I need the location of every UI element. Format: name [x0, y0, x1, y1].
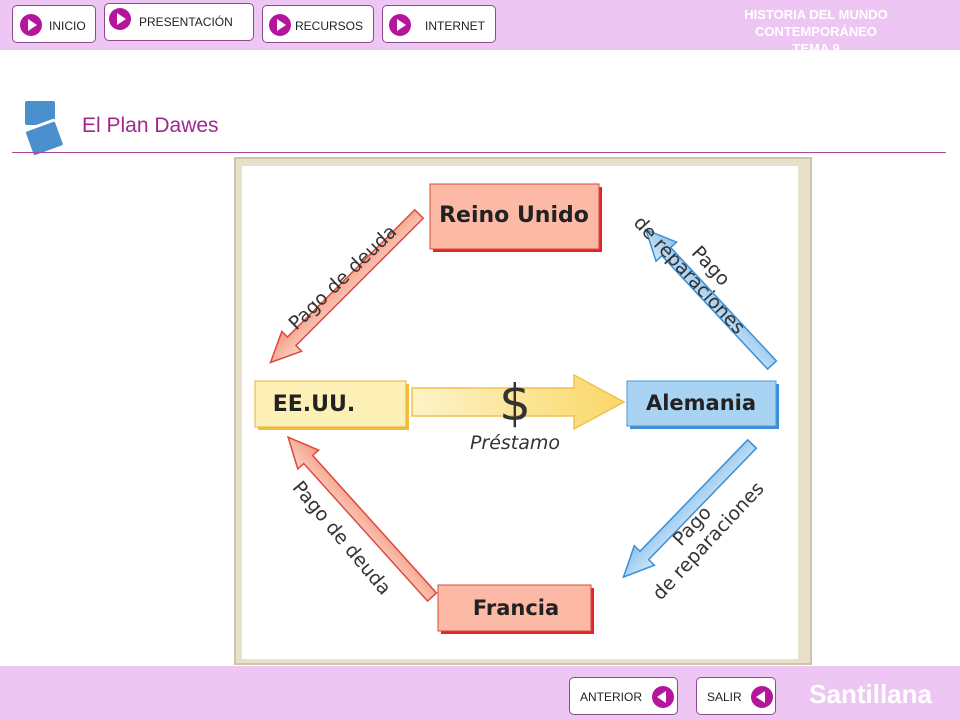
santillana-logo: Santillana: [809, 679, 932, 709]
node-reino-unido: Reino Unido: [429, 183, 602, 252]
back-arrow-icon: [652, 686, 674, 708]
header-title-line1: HISTORIA DEL MUNDO CONTEMPORÁNEO: [744, 7, 888, 39]
node-eeuu-label: EE.UU.: [273, 392, 356, 417]
prestamo-label: Préstamo: [470, 432, 560, 454]
header-title: HISTORIA DEL MUNDO CONTEMPORÁNEO TEMA 9: [686, 6, 946, 57]
play-arrow-icon: [389, 14, 411, 36]
nav-inicio-label: INICIO: [49, 19, 86, 33]
header-title-line2: TEMA 9: [792, 41, 840, 56]
deuda-uk-usa-arrow: [269, 208, 425, 364]
anterior-button[interactable]: ANTERIOR: [569, 677, 678, 715]
prestamo-dollar-symbol: $: [499, 374, 531, 432]
nav-inicio-button[interactable]: INICIO: [12, 5, 96, 43]
node-reino-unido-label: Reino Unido: [439, 203, 589, 228]
play-arrow-icon: [109, 8, 131, 30]
nav-internet-button[interactable]: INTERNET: [382, 5, 496, 43]
play-arrow-icon: [20, 14, 42, 36]
deuda-francia-usa-arrow: [286, 435, 438, 603]
nav-presentacion-label: PRESENTACIÓN: [139, 15, 233, 29]
nav-recursos-label: RECURSOS: [295, 19, 364, 33]
play-arrow-icon: [269, 14, 291, 36]
back-arrow-icon: [751, 686, 773, 708]
salir-label: SALIR: [707, 690, 742, 704]
node-francia: Francia: [437, 584, 594, 634]
reparaciones-alemania-uk-arrow: [644, 228, 778, 371]
nav-recursos-button[interactable]: RECURSOS: [262, 5, 374, 43]
page-title: El Plan Dawes: [82, 114, 219, 137]
title-divider: [12, 152, 946, 153]
node-alemania: Alemania: [626, 380, 779, 429]
plan-dawes-diagram: Reino Unido EE.UU. Alemania Francia $ Pr…: [234, 157, 812, 665]
prestamo-arrow: [411, 373, 626, 431]
nav-internet-label: INTERNET: [425, 19, 485, 33]
node-alemania-label: Alemania: [646, 391, 756, 415]
slides-icon: [22, 99, 66, 159]
nav-presentacion-button[interactable]: PRESENTACIÓN: [104, 3, 254, 41]
anterior-label: ANTERIOR: [580, 690, 643, 704]
bottom-bar: [0, 666, 960, 720]
node-francia-label: Francia: [473, 596, 559, 620]
reparaciones-alemania-francia-arrow: [622, 438, 758, 579]
salir-button[interactable]: SALIR: [696, 677, 776, 715]
node-eeuu: EE.UU.: [254, 380, 409, 430]
